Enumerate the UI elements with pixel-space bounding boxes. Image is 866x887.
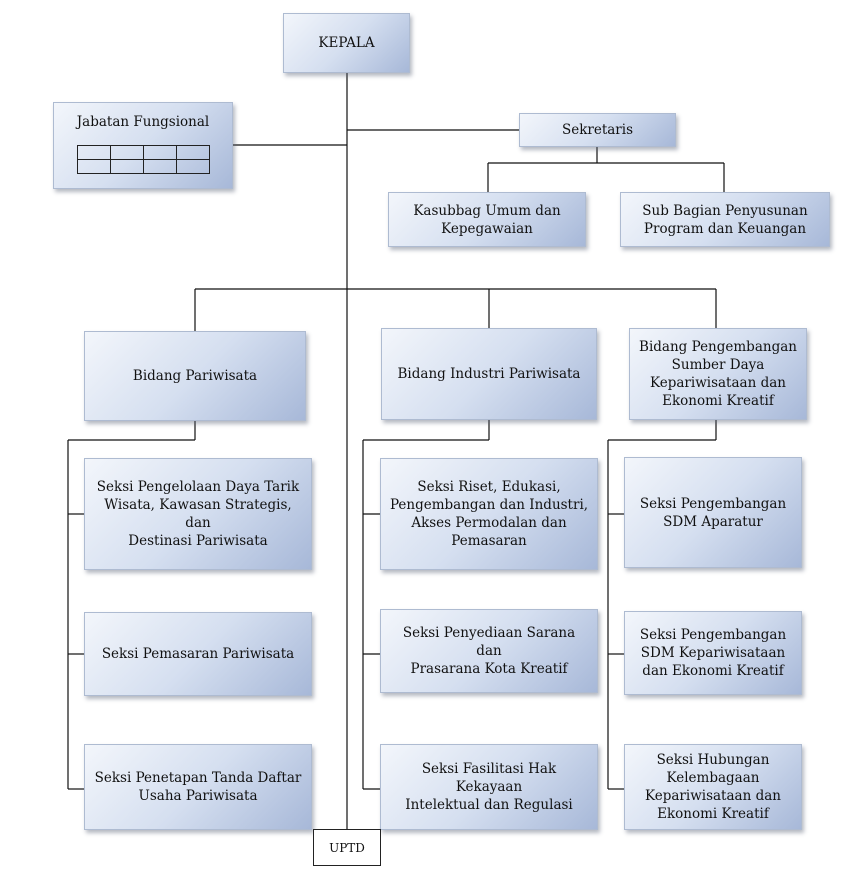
section-label: Seksi Hubungan Kelembagaan Kepariwisataa… bbox=[645, 752, 781, 822]
section-box: Seksi Hubungan Kelembagaan Kepariwisataa… bbox=[624, 744, 802, 830]
head-label: KEPALA bbox=[318, 35, 375, 51]
functional-position-box: Jabatan Fungsional bbox=[53, 102, 233, 189]
division-label: Bidang Pengembangan Sumber Daya Kepariwi… bbox=[639, 339, 797, 409]
section-label: Seksi Pengembangan SDM Kepariwisataan da… bbox=[639, 627, 787, 679]
section-label: Seksi Pengelolaan Daya Tarik Wisata, Kaw… bbox=[96, 479, 300, 549]
division-box: Bidang Industri Pariwisata bbox=[381, 328, 597, 420]
secretariat-unit-label: Sub Bagian Penyusunan Program dan Keuang… bbox=[642, 202, 808, 237]
division-box: Bidang Pengembangan Sumber Daya Kepariwi… bbox=[629, 328, 807, 420]
section-label: Seksi Riset, Edukasi, Pengembangan dan I… bbox=[389, 479, 589, 549]
division-box: Bidang Pariwisata bbox=[84, 331, 306, 421]
head-box: KEPALA bbox=[283, 13, 410, 73]
section-box: Seksi Penetapan Tanda Daftar Usaha Pariw… bbox=[84, 744, 312, 830]
secretariat-unit-label: Kasubbag Umum dan Kepegawaian bbox=[413, 202, 561, 237]
division-label: Bidang Industri Pariwisata bbox=[397, 366, 581, 382]
uptd-label: UPTD bbox=[329, 840, 365, 855]
secretary-label: Sekretaris bbox=[561, 122, 634, 138]
section-box: Seksi Fasilitasi Hak Kekayaan Intelektua… bbox=[380, 744, 598, 830]
section-box: Seksi Riset, Edukasi, Pengembangan dan I… bbox=[380, 458, 598, 570]
division-label: Bidang Pariwisata bbox=[132, 368, 258, 384]
section-label: Seksi Penyediaan Sarana dan Prasarana Ko… bbox=[402, 625, 576, 677]
secretary-box: Sekretaris bbox=[519, 113, 676, 147]
functional-position-label: Jabatan Fungsional bbox=[76, 114, 210, 130]
uptd-box: UPTD bbox=[313, 829, 381, 866]
section-label: Seksi Penetapan Tanda Daftar Usaha Pariw… bbox=[94, 770, 302, 804]
section-label: Seksi Pengembangan SDM Aparatur bbox=[639, 495, 787, 530]
section-box: Seksi Pengelolaan Daya Tarik Wisata, Kaw… bbox=[84, 458, 312, 570]
section-box: Seksi Penyediaan Sarana dan Prasarana Ko… bbox=[380, 609, 598, 693]
section-label: Seksi Fasilitasi Hak Kekayaan Intelektua… bbox=[405, 761, 573, 813]
secretariat-unit-box: Sub Bagian Penyusunan Program dan Keuang… bbox=[620, 192, 830, 247]
section-box: Seksi Pengembangan SDM Aparatur bbox=[624, 457, 802, 568]
functional-position-grid bbox=[77, 145, 210, 174]
secretariat-unit-box: Kasubbag Umum dan Kepegawaian bbox=[388, 192, 586, 247]
section-box: Seksi Pengembangan SDM Kepariwisataan da… bbox=[624, 611, 802, 695]
section-box: Seksi Pemasaran Pariwisata bbox=[84, 612, 312, 696]
section-label: Seksi Pemasaran Pariwisata bbox=[101, 646, 295, 662]
